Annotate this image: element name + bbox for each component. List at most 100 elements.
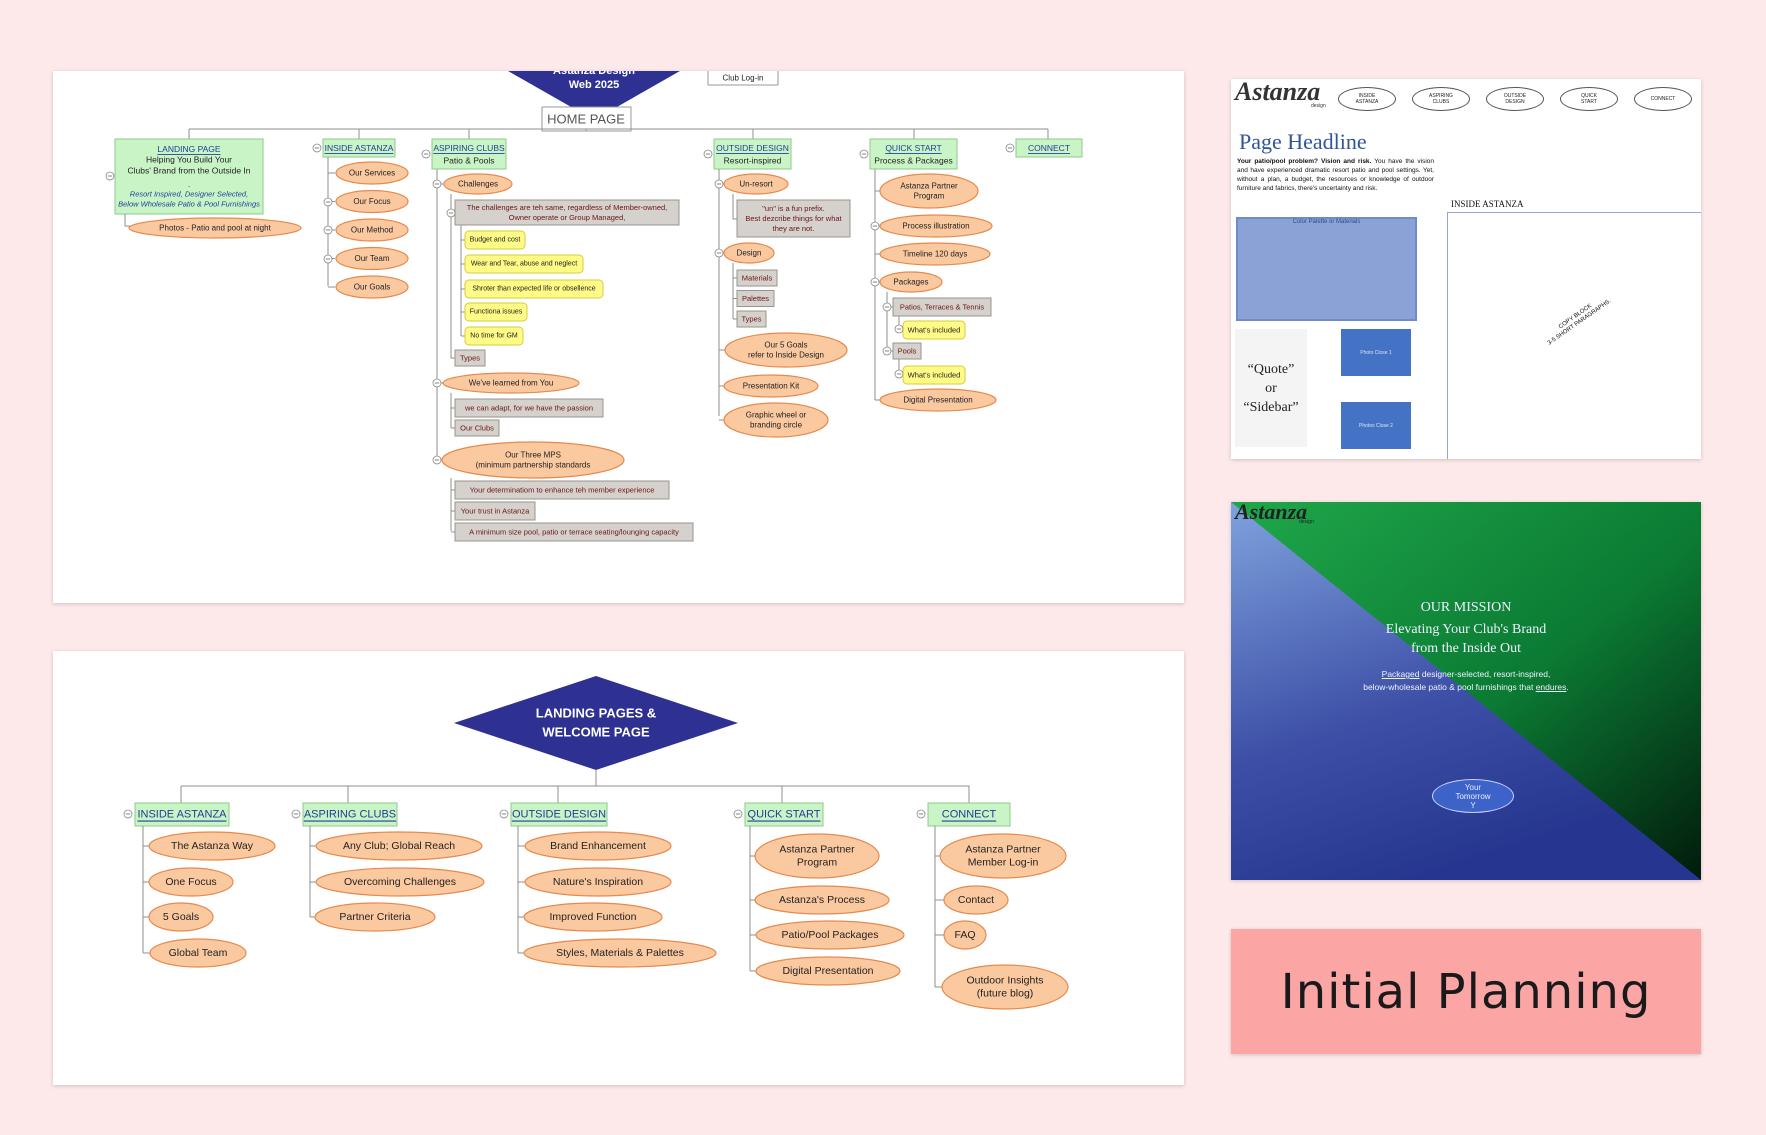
five-goals-oval[interactable]	[724, 332, 848, 368]
bottom-item-oval[interactable]	[755, 956, 901, 986]
bottom-header-inside-astanza[interactable]	[134, 802, 230, 827]
challenge-yellow-box[interactable]	[464, 230, 526, 250]
unresort-oval[interactable]	[723, 173, 789, 195]
bottom-header-quick-start[interactable]	[744, 802, 824, 827]
inside-item-oval[interactable]	[335, 246, 409, 271]
underlined-word: Packaged	[1381, 669, 1420, 679]
quick-start-header[interactable]	[869, 138, 958, 170]
welcome-diamond[interactable]	[454, 676, 738, 770]
page-headline: Page Headline	[1239, 129, 1367, 154]
quick-start-header-subtitle: Process & Packages	[874, 156, 952, 166]
challenge-yellow-box[interactable]	[464, 254, 584, 274]
bottom-item-oval[interactable]	[943, 920, 987, 950]
challenge-yellow-box[interactable]	[464, 302, 528, 322]
mps-item-box-label: A minimum size pool, patio or terrace se…	[469, 528, 679, 537]
five-goals-oval-label: refer to Inside Design	[748, 351, 824, 360]
inside-item-oval[interactable]	[335, 218, 409, 242]
inside-astanza-label: INSIDE ASTANZA	[1451, 199, 1524, 209]
photos-oval[interactable]	[128, 217, 302, 239]
mps-oval-label: (minimum partnership standards	[476, 461, 591, 470]
timeline-oval[interactable]	[879, 242, 991, 266]
challenges-oval[interactable]	[443, 173, 513, 195]
our-clubs-box[interactable]	[454, 419, 500, 437]
bottom-item-oval[interactable]	[939, 833, 1067, 879]
bottom-item-oval[interactable]	[754, 833, 880, 879]
branding-wheel-oval[interactable]	[723, 402, 829, 438]
nav-label: CONNECT	[1650, 96, 1676, 102]
bottom-item-oval[interactable]	[524, 867, 672, 897]
design-item-box[interactable]	[736, 290, 775, 307]
unresort-oval-label: Un-resort	[739, 180, 773, 189]
sub-text: below-wholesale patio & pool furnishings…	[1363, 682, 1536, 692]
inside-item-oval[interactable]	[335, 275, 409, 299]
design-item-box-label: Palettes	[742, 294, 769, 303]
mps-oval[interactable]	[441, 441, 625, 479]
bottom-item-oval[interactable]	[315, 867, 485, 897]
presentation-kit-oval[interactable]	[723, 374, 819, 398]
main-diamond[interactable]	[501, 71, 687, 120]
inside-astanza-header[interactable]	[322, 138, 396, 158]
process-oval[interactable]	[879, 214, 993, 238]
bottom-header-aspiring-clubs[interactable]	[302, 802, 398, 827]
bottom-item-oval[interactable]	[314, 902, 436, 932]
challenge-box[interactable]	[454, 199, 680, 226]
landing-page-dot: .	[188, 179, 190, 189]
bottom-item-oval[interactable]	[315, 831, 483, 861]
digital-presentation-oval[interactable]	[879, 388, 997, 412]
bottom-header-outside-design[interactable]	[510, 802, 608, 827]
bottom-item-oval[interactable]	[755, 920, 905, 950]
mps-item-box[interactable]	[454, 480, 670, 500]
mps-item-box[interactable]	[454, 501, 536, 521]
design-item-box[interactable]	[736, 269, 778, 287]
challenge-yellow-box[interactable]	[464, 326, 524, 346]
connect-header[interactable]	[1015, 138, 1083, 158]
aspiring-clubs-header[interactable]	[431, 138, 507, 170]
patios-box[interactable]	[892, 297, 992, 317]
bottom-item-oval-label: Styles, Materials & Palettes	[556, 947, 684, 959]
un-prefix-box-label: "un" is a fun prefix.	[762, 204, 824, 213]
challenge-yellow-box-label: Shroter than expected life or obsellence	[472, 286, 595, 293]
types-box[interactable]	[454, 349, 486, 367]
partner-program-oval-label: Program	[914, 192, 945, 201]
bottom-item-oval[interactable]	[754, 885, 890, 915]
bottom-item-oval[interactable]	[148, 831, 276, 861]
mps-item-box[interactable]	[454, 522, 694, 542]
bottom-item-oval[interactable]	[523, 938, 717, 968]
un-prefix-box[interactable]	[736, 199, 851, 238]
design-item-box[interactable]	[736, 310, 767, 328]
packages-oval[interactable]	[879, 271, 943, 293]
mission-line-1: Elevating Your Club's Brand	[1385, 622, 1547, 637]
design-oval[interactable]	[723, 242, 775, 264]
bottom-item-oval[interactable]	[943, 885, 1009, 915]
bottom-item-oval[interactable]	[941, 964, 1069, 1010]
bottom-item-oval[interactable]	[523, 902, 663, 932]
bottom-item-oval[interactable]	[148, 902, 214, 932]
bottom-item-oval[interactable]	[524, 831, 672, 861]
partner-program-oval[interactable]	[879, 173, 979, 209]
pools-box[interactable]	[892, 342, 922, 360]
club-login-box[interactable]	[707, 71, 779, 86]
inside-item-oval[interactable]	[335, 189, 409, 214]
challenge-yellow-box[interactable]	[464, 279, 604, 299]
adapt-box[interactable]	[454, 398, 604, 418]
bottom-item-oval[interactable]	[149, 938, 247, 968]
inside-item-oval[interactable]	[335, 161, 409, 185]
landing-page-box[interactable]	[114, 138, 264, 215]
bottom-item-oval[interactable]	[148, 867, 234, 897]
mission-slide-mock: Astanza design OUR MISSION Elevating You…	[1231, 502, 1701, 880]
outside-design-header[interactable]	[713, 138, 792, 170]
learned-oval[interactable]	[442, 372, 580, 394]
home-page-box[interactable]	[541, 106, 632, 132]
palette-label: Color Palette or Materials	[1292, 219, 1361, 225]
bottom-header-connect[interactable]	[927, 802, 1011, 827]
bottom-item-oval-label: Any Club; Global Reach	[343, 840, 455, 852]
nav-connect[interactable]: CONNECT	[1634, 87, 1692, 111]
